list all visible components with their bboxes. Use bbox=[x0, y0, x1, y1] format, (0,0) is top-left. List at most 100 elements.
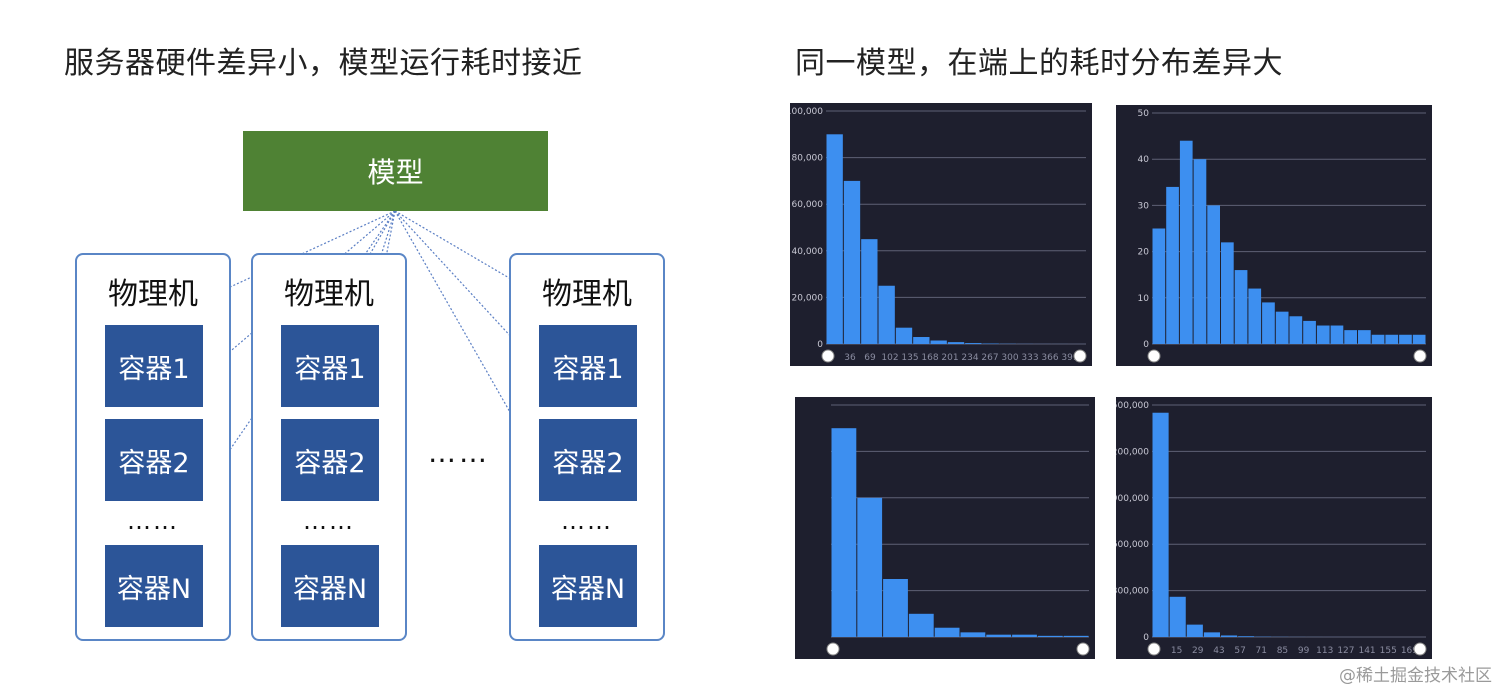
machine-label: 物理机 bbox=[284, 277, 374, 312]
container-n: 容器N bbox=[281, 545, 379, 627]
histogram-bar bbox=[1289, 316, 1303, 344]
histogram-bar bbox=[1179, 140, 1193, 344]
physical-machine-1: 物理机 容器1 容器2 …… 容器N bbox=[75, 253, 231, 641]
x-tick-label: 168 bbox=[921, 353, 938, 363]
histogram-bar bbox=[895, 327, 913, 344]
histogram-svg: 100,00080,00060,00040,00020,000036691021… bbox=[790, 107, 1087, 363]
x-tick-label: 15 bbox=[1171, 646, 1182, 656]
histogram-bar bbox=[1344, 330, 1357, 344]
histogram-bar bbox=[930, 340, 947, 344]
histogram-bar bbox=[1186, 624, 1203, 637]
dispatch-arrow bbox=[151, 210, 396, 419]
y-tick-label: 50 bbox=[1138, 109, 1150, 119]
histogram-bar bbox=[1330, 325, 1344, 344]
x-tick-label: 102 bbox=[881, 353, 898, 363]
container-2: 容器2 bbox=[539, 419, 637, 501]
range-handle-icon[interactable] bbox=[821, 349, 835, 363]
y-tick-label: 20,000 bbox=[792, 293, 824, 303]
range-handle-icon[interactable] bbox=[1076, 642, 1090, 656]
latency-histogram-3 bbox=[795, 397, 1095, 659]
y-tick-label: 1,500,000 bbox=[1116, 401, 1149, 411]
container-1: 容器1 bbox=[281, 325, 379, 407]
histogram-bar bbox=[1371, 334, 1385, 344]
x-tick-label: 201 bbox=[941, 353, 958, 363]
histogram-bar bbox=[1316, 325, 1330, 344]
x-tick-label: 29 bbox=[1192, 646, 1204, 656]
range-handle-icon[interactable] bbox=[1147, 642, 1161, 656]
range-handle-icon[interactable] bbox=[1073, 349, 1087, 363]
y-tick-label: 100,000 bbox=[790, 107, 823, 117]
x-tick-label: 169 bbox=[1401, 646, 1418, 656]
y-tick-label: 0 bbox=[817, 340, 823, 350]
histogram-bar bbox=[960, 632, 986, 637]
histogram-bar bbox=[1399, 334, 1412, 344]
histogram-bar bbox=[826, 134, 843, 344]
x-tick-label: 127 bbox=[1337, 646, 1354, 656]
watermark: @稀土掘金技术社区 bbox=[1339, 666, 1492, 686]
x-tick-label: 267 bbox=[981, 353, 998, 363]
histogram-bar bbox=[1358, 330, 1371, 344]
histogram-bar bbox=[1012, 634, 1037, 637]
histogram-bar bbox=[878, 285, 895, 344]
histogram-bar bbox=[861, 239, 878, 344]
histogram-bar bbox=[986, 634, 1012, 637]
latency-histogram-1: 100,00080,00060,00040,00020,000036691021… bbox=[790, 103, 1092, 366]
y-tick-label: 20 bbox=[1138, 248, 1150, 258]
histogram-bar bbox=[1238, 636, 1255, 637]
y-tick-label: 30 bbox=[1138, 201, 1150, 211]
range-handle-icon[interactable] bbox=[826, 642, 840, 656]
x-tick-label: 36 bbox=[844, 353, 856, 363]
histogram-bar bbox=[1152, 412, 1169, 637]
range-handle-icon[interactable] bbox=[1413, 349, 1427, 363]
x-tick-label: 399 bbox=[1061, 353, 1078, 363]
histogram-bar bbox=[1303, 320, 1316, 344]
y-tick-label: 1,200,000 bbox=[1116, 447, 1149, 457]
histogram-bar bbox=[1203, 632, 1220, 637]
range-handle-icon[interactable] bbox=[1413, 642, 1427, 656]
histogram-bar bbox=[1385, 334, 1399, 344]
y-tick-label: 40,000 bbox=[792, 247, 824, 257]
y-tick-label: 0 bbox=[1143, 633, 1149, 643]
histogram-bar bbox=[857, 497, 883, 637]
histogram-bar bbox=[934, 627, 960, 637]
histogram-bar bbox=[1262, 302, 1275, 344]
histogram-bar bbox=[1412, 334, 1426, 344]
histogram-bar bbox=[913, 337, 930, 344]
histogram-bar bbox=[1221, 635, 1238, 637]
histogram-bar bbox=[843, 180, 861, 344]
container-ellipsis: …… bbox=[561, 507, 613, 535]
y-tick-label: 0 bbox=[1143, 340, 1149, 350]
histogram-bar bbox=[1166, 186, 1179, 344]
x-tick-label: 99 bbox=[1298, 646, 1310, 656]
histogram-bar bbox=[1193, 159, 1207, 344]
y-tick-label: 600,000 bbox=[1116, 540, 1149, 550]
x-tick-label: 57 bbox=[1234, 646, 1245, 656]
container-ellipsis: …… bbox=[127, 507, 179, 535]
x-tick-label: 71 bbox=[1256, 646, 1267, 656]
histogram-bar bbox=[831, 428, 857, 637]
physical-machine-2: 物理机 容器1 容器2 …… 容器N bbox=[251, 253, 407, 641]
machine-label: 物理机 bbox=[542, 277, 632, 312]
x-tick-label: 155 bbox=[1380, 646, 1397, 656]
histogram-bar bbox=[1234, 270, 1248, 344]
left-heading: 服务器硬件差异小，模型运行耗时接近 bbox=[64, 46, 583, 81]
histogram-bar bbox=[1152, 228, 1166, 344]
latency-histogram-4: 1,500,0001,200,000900,000600,000300,0000… bbox=[1116, 397, 1432, 659]
machine-ellipsis: …… bbox=[428, 436, 490, 469]
container-2: 容器2 bbox=[281, 419, 379, 501]
container-1: 容器1 bbox=[105, 325, 203, 407]
container-n: 容器N bbox=[539, 545, 637, 627]
y-tick-label: 80,000 bbox=[792, 154, 824, 164]
histogram-svg: 1,500,0001,200,000900,000600,000300,0000… bbox=[1116, 401, 1427, 656]
x-tick-label: 85 bbox=[1277, 646, 1288, 656]
x-tick-label: 366 bbox=[1041, 353, 1058, 363]
histogram-bar bbox=[883, 579, 908, 637]
container-2: 容器2 bbox=[105, 419, 203, 501]
range-handle-icon[interactable] bbox=[1147, 349, 1161, 363]
right-heading: 同一模型，在端上的耗时分布差异大 bbox=[795, 46, 1283, 81]
y-tick-label: 10 bbox=[1138, 294, 1150, 304]
container-n: 容器N bbox=[105, 545, 203, 627]
model-box: 模型 bbox=[243, 131, 548, 211]
